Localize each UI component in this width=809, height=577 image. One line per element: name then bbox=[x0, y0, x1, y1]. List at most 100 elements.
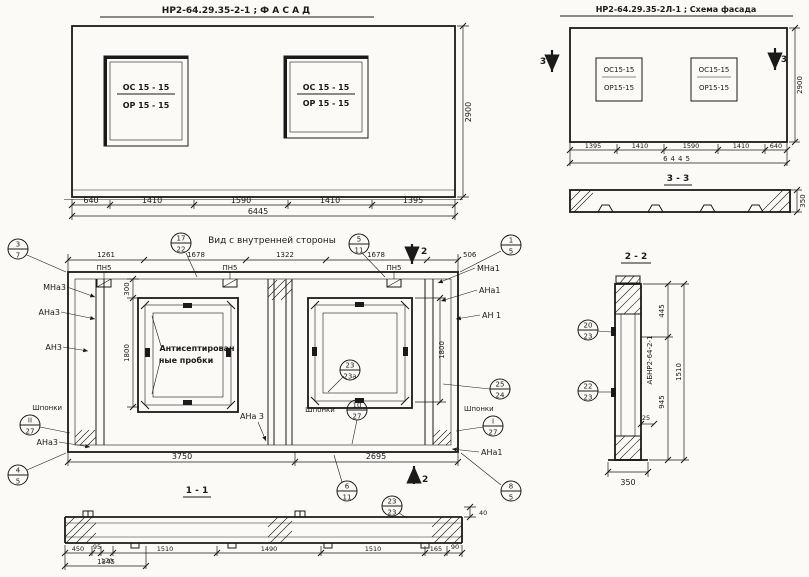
label-shponki-left: Шпонки bbox=[32, 404, 62, 412]
dim-ticks bbox=[64, 256, 462, 264]
svg-text:27: 27 bbox=[489, 429, 498, 437]
leader-mna1 bbox=[437, 267, 476, 284]
leader-ana3 bbox=[60, 311, 96, 321]
dim-2900: 2900 bbox=[464, 102, 473, 122]
dim-1800-left: 1800 bbox=[123, 344, 131, 362]
strip-inner-lines bbox=[65, 522, 462, 538]
fixing-pad bbox=[312, 347, 317, 356]
window-shadow-edge bbox=[104, 56, 188, 146]
dim-350-ticks bbox=[604, 468, 652, 476]
panel-inner-contour bbox=[74, 278, 452, 446]
dim-1261: 1261 bbox=[97, 251, 115, 259]
callout-I-27: I 27 bbox=[455, 415, 504, 437]
svg-text:23: 23 bbox=[584, 333, 593, 341]
strip-outline bbox=[64, 516, 463, 544]
leader bbox=[26, 452, 67, 471]
dim-1678b: 1678 bbox=[367, 251, 385, 259]
window-mark-top: ОС15-15 bbox=[604, 66, 635, 74]
strip-notches bbox=[597, 204, 764, 213]
leader-mna3 bbox=[66, 286, 96, 298]
svg-text:25: 25 bbox=[496, 381, 505, 389]
inner-view: Вид с внутренней стороны ПН5 ПН5 ПН5 Ант… bbox=[7, 232, 522, 519]
dim-total-6445: 6445 bbox=[248, 207, 268, 216]
svg-text:1: 1 bbox=[509, 237, 513, 245]
svg-text:20: 20 bbox=[584, 322, 593, 330]
top-channel-symbols bbox=[82, 510, 306, 517]
section-1-1-title: 1 - 1 bbox=[186, 486, 209, 496]
label-mna1: МНа1 bbox=[477, 264, 500, 273]
label-ana1: АНа1 bbox=[479, 286, 500, 295]
label-ana3-mid: АНа 3 bbox=[240, 412, 264, 421]
dim-1322: 1322 bbox=[276, 251, 294, 259]
callout-25-24: 25 24 bbox=[442, 378, 511, 400]
callout-8-5: 8 5 bbox=[460, 452, 522, 502]
dim-lines bbox=[569, 142, 788, 166]
facade-title: НР2-64.29.35-2-1 ; Ф А С А Д bbox=[162, 6, 310, 16]
panel-ribs bbox=[95, 279, 434, 445]
window-frame-inner bbox=[322, 312, 398, 394]
dim-1510a: 1510 bbox=[157, 545, 174, 553]
dim-lines bbox=[67, 452, 459, 466]
sec22-dims: 445 945 1510 25 350 bbox=[604, 280, 689, 487]
inner-cut-mark-top: 2 bbox=[404, 244, 427, 264]
dim-lines bbox=[64, 545, 463, 570]
label-an1: АН 1 bbox=[482, 311, 501, 320]
inner-cut-mark-bottom: 2 bbox=[406, 466, 428, 485]
callout-3-7: 3 7 bbox=[7, 238, 67, 273]
callout-5-11: 5 11 bbox=[348, 233, 386, 278]
dim-445: 445 bbox=[658, 304, 666, 317]
window-mark-top: ОС 15 - 15 bbox=[123, 83, 170, 92]
schema-cut-mark-left: 3 bbox=[540, 50, 560, 72]
dim-1395: 1395 bbox=[403, 196, 423, 205]
leader-ana3-mid bbox=[257, 421, 267, 442]
dim-ticks bbox=[436, 294, 444, 406]
strip-hatch-right bbox=[431, 516, 463, 544]
pn5-label-1: ПН5 bbox=[97, 264, 112, 272]
svg-text:17: 17 bbox=[177, 235, 186, 243]
facade-window-1: ОС 15 - 15 ОР 15 - 15 bbox=[103, 55, 189, 147]
dim-1590: 1590 bbox=[683, 142, 700, 150]
inner-bottom-dims: 3750 2695 bbox=[64, 452, 462, 466]
note-leaders bbox=[151, 315, 162, 395]
top-channel-hatch bbox=[96, 278, 402, 288]
window-mark-bottom: ОР 15 - 15 bbox=[123, 101, 170, 110]
window-opening bbox=[137, 297, 239, 413]
section-2-2-title: 2 - 2 bbox=[625, 252, 648, 262]
svg-text:3: 3 bbox=[16, 241, 20, 249]
leader bbox=[459, 250, 502, 273]
mid-rib-hatch bbox=[267, 279, 293, 301]
dim-350: 350 bbox=[799, 194, 807, 207]
panel-outline bbox=[67, 271, 459, 453]
top-cap-hatch bbox=[619, 275, 641, 284]
label-shponki-mid: Шпонки bbox=[305, 406, 335, 414]
svg-text:23а: 23а bbox=[343, 373, 356, 381]
svg-text:6: 6 bbox=[345, 483, 350, 491]
window-frame bbox=[283, 55, 369, 139]
leader bbox=[185, 252, 198, 278]
block-dividers bbox=[615, 313, 641, 437]
dim-lines bbox=[415, 297, 446, 403]
callout-4-5: 4 5 bbox=[7, 452, 67, 486]
dim-350-lines bbox=[607, 462, 649, 477]
facade-height-dim: 2900 bbox=[457, 22, 473, 201]
cut-label: 2 bbox=[422, 475, 428, 485]
dim-450: 450 bbox=[72, 545, 84, 553]
dim-ticks bbox=[566, 146, 791, 167]
label-ana3-low: АНа3 bbox=[37, 438, 58, 447]
svg-text:5: 5 bbox=[16, 478, 20, 486]
dim-945: 945 bbox=[658, 395, 666, 408]
window-mark-top: ОС15-15 bbox=[699, 66, 730, 74]
callout-10-27: 10 27 bbox=[346, 399, 368, 421]
label-an3: АН3 bbox=[45, 343, 62, 352]
callout-23-23a: 23 23а bbox=[327, 359, 361, 393]
note-line-2: ные пробки bbox=[159, 355, 213, 365]
section-1-1: 450 95 170 1510 1490 1510 165 90 1345 40 bbox=[61, 503, 487, 570]
bottom-block-hatch bbox=[614, 435, 642, 461]
bottom-tabs bbox=[130, 543, 430, 549]
schema-view: НР2-64.29.35-2Л-1 ; Схема фасада 3 3 ОС1… bbox=[540, 5, 807, 216]
corner-hatch-right bbox=[432, 429, 452, 446]
pn5-leaders bbox=[103, 272, 395, 279]
leader bbox=[333, 454, 343, 483]
dim-1490: 1490 bbox=[261, 545, 278, 553]
